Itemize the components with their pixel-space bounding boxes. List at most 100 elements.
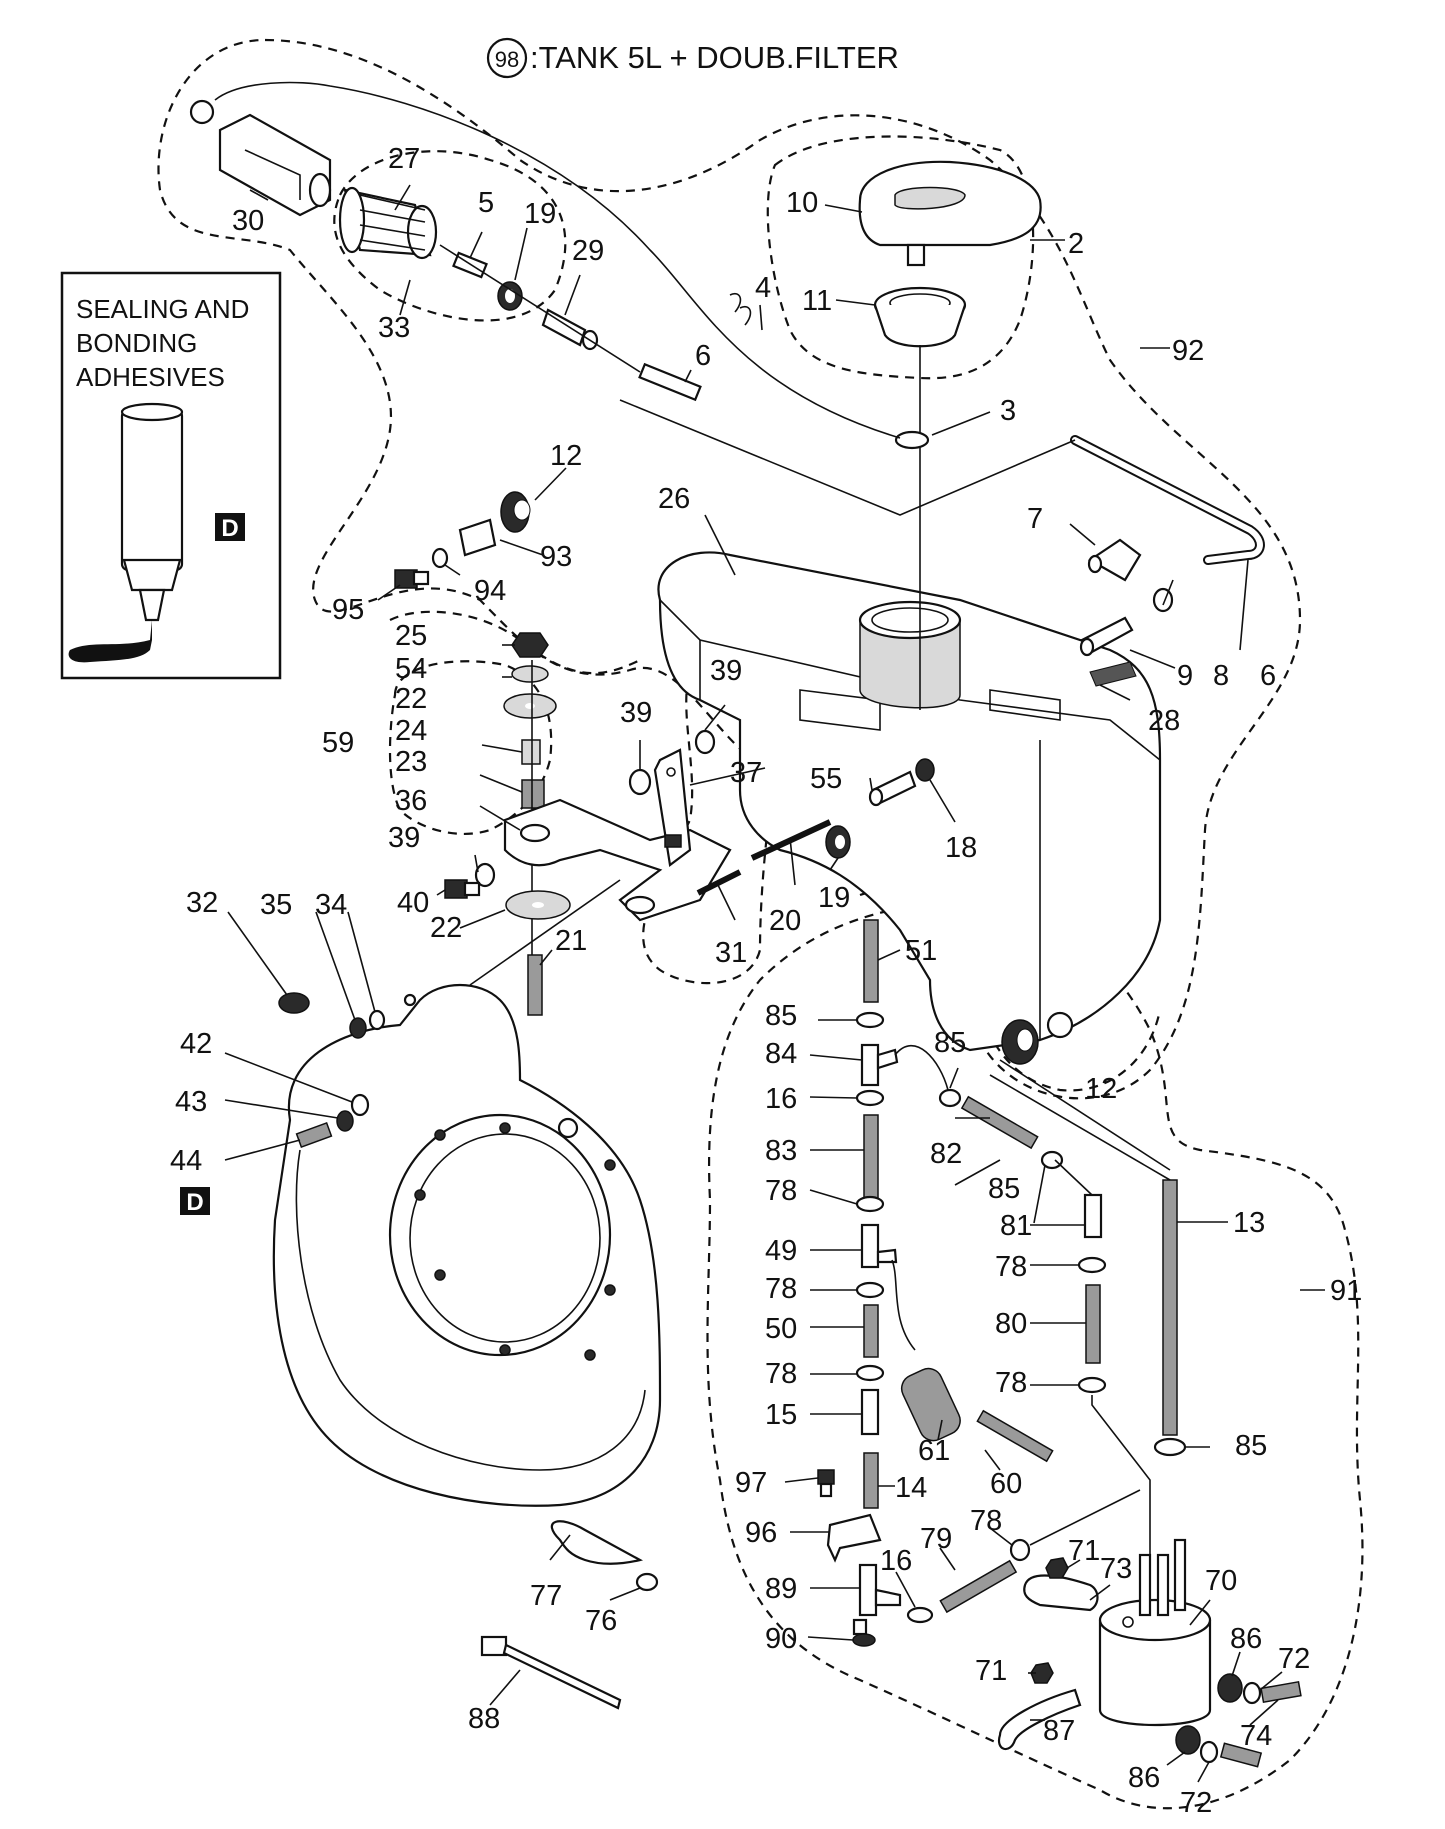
label-19-upper: 19 [524, 198, 556, 230]
clamp-16-a [855, 1089, 885, 1107]
group-boundary-91 [706, 897, 1364, 1810]
clamp-78-b [855, 1281, 885, 1299]
grommet-upper [497, 281, 523, 311]
washer-72-a [1242, 1681, 1262, 1705]
elbow-fitting [458, 518, 497, 557]
clamp-78-a [855, 1195, 885, 1213]
bolt-95 [394, 569, 430, 589]
label-19-lower: 19 [818, 882, 850, 914]
label-39-mid: 39 [620, 697, 652, 729]
hose-83 [863, 1114, 879, 1206]
label-81: 81 [1000, 1210, 1032, 1242]
grommet-12-lower [1001, 1019, 1039, 1065]
label-50: 50 [765, 1313, 797, 1345]
legend-symbol: D [221, 515, 238, 542]
nut-71-a [1045, 1557, 1069, 1579]
group-boundary-mount [642, 638, 783, 985]
group-boundary-59 [388, 660, 553, 836]
cable-strap-77 [550, 1520, 644, 1565]
filler-cap [858, 160, 1042, 267]
legend-line-1: SEALING AND [76, 294, 249, 324]
label-59: 59 [322, 727, 354, 759]
double-filter-70 [1098, 1538, 1212, 1727]
label-91: 91 [1330, 1275, 1362, 1307]
label-2: 2 [1068, 228, 1084, 260]
label-44: 44 [170, 1145, 202, 1177]
label-42: 42 [180, 1028, 212, 1060]
label-11: 11 [802, 285, 832, 317]
title-text: :TANK 5L + DOUB.FILTER [530, 40, 899, 75]
label-30: 30 [232, 205, 264, 237]
strainer [873, 286, 967, 348]
hose-nipple-9 [1079, 616, 1134, 657]
label-72-lower: 72 [1180, 1787, 1212, 1819]
label-94: 94 [474, 575, 506, 607]
label-26: 26 [658, 483, 690, 515]
clamp-78-c [855, 1364, 885, 1382]
label-60: 60 [990, 1468, 1022, 1500]
label-83: 83 [765, 1135, 797, 1167]
label-78-e: 78 [995, 1367, 1027, 1399]
label-25: 25 [395, 620, 427, 652]
label-8: 8 [1213, 660, 1229, 692]
hose-short [638, 362, 702, 402]
label-70: 70 [1205, 1565, 1237, 1597]
label-80: 80 [995, 1308, 1027, 1340]
label-32: 32 [186, 887, 218, 919]
connector-15 [860, 1388, 880, 1436]
label-84: 84 [765, 1038, 797, 1070]
clamp-78-f [1009, 1538, 1031, 1562]
clamp-85-c [1040, 1150, 1064, 1170]
label-18: 18 [945, 832, 977, 864]
label-14: 14 [895, 1472, 927, 1504]
adhesive-tube-icon [68, 402, 184, 663]
part-number-labels: 27 5 19 29 30 33 10 11 2 4 6 3 92 12 26 … [170, 143, 1362, 1819]
label-40: 40 [397, 887, 429, 919]
clamp-16-b [906, 1606, 934, 1624]
label-82: 82 [930, 1138, 962, 1170]
hose-50 [863, 1304, 879, 1358]
bell-housing [272, 983, 662, 1507]
stud-21 [527, 954, 543, 1016]
label-3: 3 [1000, 395, 1016, 427]
legend-symbol-box [215, 513, 245, 541]
fuel-tank [657, 551, 1162, 1052]
label-21: 21 [555, 925, 587, 957]
tee-84 [860, 1043, 899, 1087]
leader-lines [224, 184, 1325, 1783]
label-33: 33 [378, 312, 410, 344]
o-ring-90 [852, 1633, 876, 1647]
label-20: 20 [769, 905, 801, 937]
washer-39-a [628, 768, 652, 796]
label-76: 76 [585, 1605, 617, 1637]
washer-72-b [1199, 1740, 1219, 1764]
label-4: 4 [755, 272, 771, 304]
label-22-lower: 22 [430, 912, 462, 944]
label-78-d: 78 [995, 1251, 1027, 1283]
label-79: 79 [920, 1523, 952, 1555]
bracket-96 [826, 1513, 882, 1563]
screw-74-b [1219, 1742, 1263, 1768]
label-27: 27 [388, 143, 420, 175]
screw-97 [817, 1469, 835, 1498]
label-71-lower: 71 [975, 1655, 1007, 1687]
label-36: 36 [395, 785, 427, 817]
label-86-lower: 86 [1128, 1762, 1160, 1794]
clamp-85-a [855, 1011, 885, 1029]
label-12-lower: 12 [1085, 1073, 1117, 1105]
clamp-78-e [1077, 1376, 1107, 1394]
label-73: 73 [1100, 1553, 1132, 1585]
label-31: 31 [715, 937, 747, 969]
legend-line-3: ADHESIVES [76, 362, 225, 392]
grommet-left [500, 491, 531, 533]
label-6-right: 6 [1260, 660, 1276, 692]
label-51: 51 [905, 935, 937, 967]
hose-79 [939, 1559, 1018, 1614]
washer-43 [336, 1110, 354, 1132]
grommet-32 [278, 992, 310, 1014]
label-34: 34 [315, 889, 347, 921]
label-10: 10 [786, 187, 818, 219]
label-9: 9 [1177, 660, 1193, 692]
grommet-lower [825, 825, 851, 859]
